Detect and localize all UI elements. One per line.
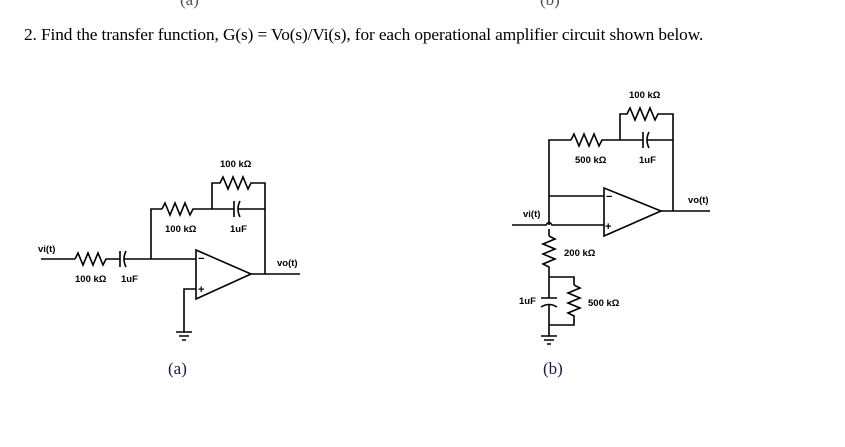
- circuit-a-output-label: vo(t): [277, 258, 298, 269]
- circuit-b-feedback-parallel-capacitor: [620, 131, 673, 149]
- circuit-a-input-label: vi(t): [38, 244, 55, 255]
- circuit-b-ground-series-resistor-label: 200 kΩ: [564, 248, 596, 259]
- circuit-b-minus-sign: −: [606, 191, 612, 203]
- circuit-a-opamp: [195, 248, 253, 301]
- circuit-b-feedback-series-resistor-label: 500 kΩ: [575, 155, 607, 166]
- circuit-b-input-label: vi(t): [523, 209, 540, 220]
- circuit-a-feedback-parallel-capacitor: [212, 200, 265, 218]
- circuit-b-feedback-parallel-capacitor-label: 1uF: [639, 155, 656, 166]
- circuit-b-plus-sign: +: [605, 221, 611, 233]
- circuit-b-parallel-top-wire: [549, 276, 575, 285]
- circuit-b-ground-parallel-capacitor: [540, 277, 558, 336]
- circuit-a-input-resistor-label: 100 kΩ: [75, 274, 107, 285]
- circuit-b-feedback-parallel-resistor: [619, 105, 674, 140]
- circuit-a-caption: (a): [168, 359, 187, 378]
- circuit-b-input-wire: [512, 221, 604, 226]
- circuit-a-feedback-left-wire: [150, 208, 162, 259]
- circuit-a-feedback-series-resistor-label: 100 kΩ: [165, 224, 197, 235]
- circuit-a-input-resistor: [74, 250, 115, 268]
- circuit-b: vi(t) 500 kΩ 100 kΩ 1uF vo(t) 200 kΩ 500…: [512, 90, 710, 378]
- circuit-b-feedback-left-wire: [548, 139, 571, 225]
- circuit-a-feedback-parallel-resistor-label: 100 kΩ: [220, 159, 252, 170]
- circuit-b-output-label: vo(t): [688, 195, 709, 206]
- circuit-a-minus-sign: −: [198, 253, 204, 265]
- circuit-b-ground-parallel-resistor: [549, 284, 583, 326]
- cutoff-caption-right: (b): [540, 0, 560, 10]
- circuit-a-plus-sign: +: [198, 284, 204, 296]
- circuit-b-caption: (b): [543, 359, 563, 378]
- circuit-a-plus-wire: [183, 288, 196, 332]
- circuit-a-feedback-series-resistor: [161, 200, 212, 218]
- circuit-b-ground-parallel-resistor-label: 500 kΩ: [588, 298, 620, 309]
- circuit-a-feedback-parallel-resistor: [211, 174, 266, 209]
- circuit-a: vi(t) 100 kΩ 1uF 100 kΩ 100 kΩ 1uF vo(t)…: [38, 159, 300, 378]
- circuit-b-ground-series-resistor: [540, 235, 558, 277]
- circuit-a-ground-icon: [176, 331, 192, 341]
- circuit-b-ground-parallel-capacitor-label: 1uF: [519, 296, 536, 307]
- question-text: 2. Find the transfer function, G(s) = Vo…: [24, 25, 704, 44]
- circuit-b-feedback-series-resistor: [570, 131, 620, 149]
- circuit-b-feedback-parallel-resistor-label: 100 kΩ: [629, 90, 661, 101]
- circuit-a-input-capacitor-label: 1uF: [121, 274, 138, 285]
- circuit-a-feedback-parallel-capacitor-label: 1uF: [230, 224, 247, 235]
- cutoff-caption-left: (a): [180, 0, 199, 10]
- circuit-b-ground-icon: [541, 335, 557, 345]
- circuit-b-opamp: [603, 186, 664, 238]
